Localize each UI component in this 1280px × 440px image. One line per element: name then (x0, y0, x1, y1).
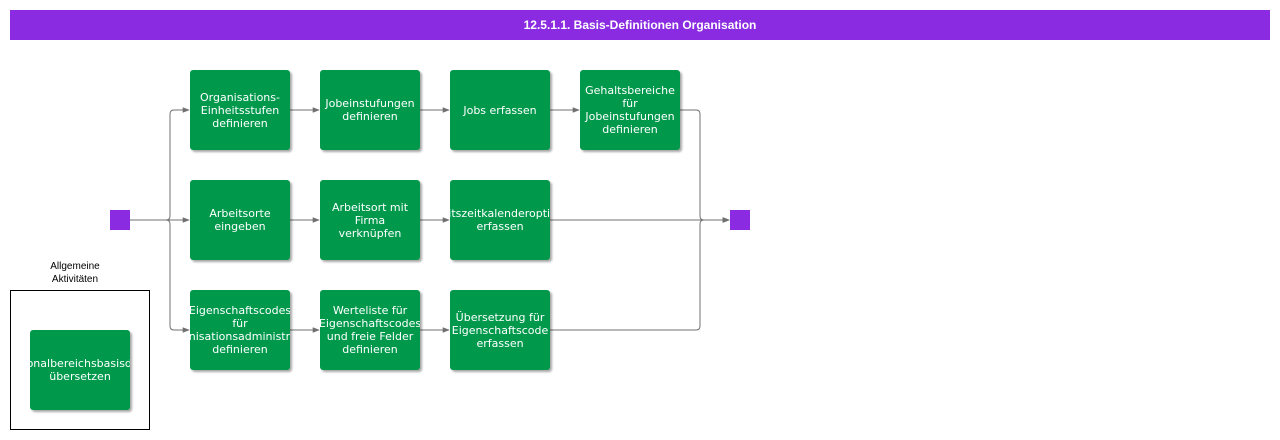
node-calendar-options[interactable]: Arbeitszeitkalenderoptionen erfassen (450, 180, 550, 260)
diagram-title: 12.5.1.1. Basis-Definitionen Organisatio… (10, 10, 1270, 40)
edge-translation-to-end (550, 217, 730, 331)
node-translation[interactable]: Übersetzung für Eigenschaftscode erfasse… (450, 290, 550, 370)
node-translate-basis[interactable]: Personalbereichsbasisdaten übersetzen (30, 330, 130, 410)
start-event[interactable] (110, 210, 130, 230)
node-job-grades[interactable]: Jobeinstufungen definieren (320, 70, 420, 150)
node-salary-ranges[interactable]: Gehaltsbereiche für Jobeinstufungen defi… (580, 70, 680, 150)
node-location-company[interactable]: Arbeitsort mit Firma verknüpfen (320, 180, 420, 260)
node-property-codes[interactable]: Eigenschaftscodes für Organisationsadmin… (190, 290, 290, 370)
node-work-locations[interactable]: Arbeitsorte eingeben (190, 180, 290, 260)
node-org-levels[interactable]: Organisations- Einheitsstufen definieren (190, 70, 290, 150)
edge-start-to-org-levels (130, 107, 190, 221)
node-jobs[interactable]: Jobs erfassen (450, 70, 550, 150)
node-value-lists[interactable]: Werteliste für Eigenschaftscodes und fre… (320, 290, 420, 370)
group-label: Allgemeine Aktivitäten (50, 261, 100, 285)
edge-salary-ranges-to-end (680, 109, 730, 223)
edge-start-to-property-codes (130, 219, 190, 333)
end-event[interactable] (730, 210, 750, 230)
